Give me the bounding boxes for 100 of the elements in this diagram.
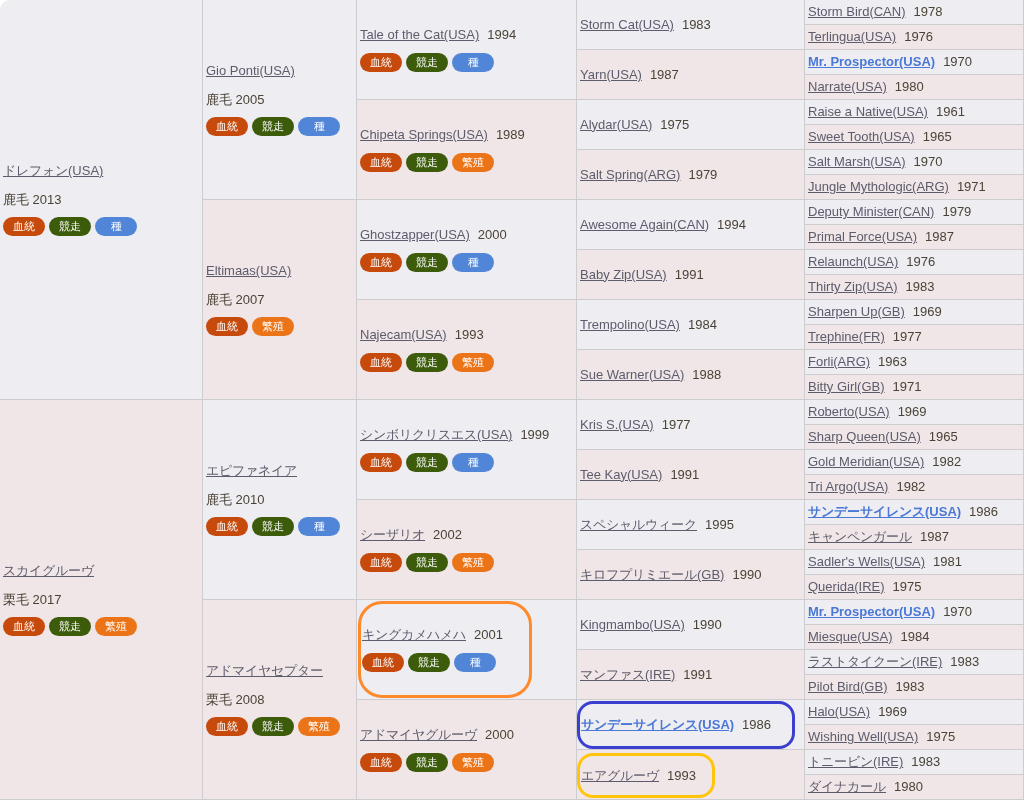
pedigree-cell — [805, 525, 1024, 550]
birth-year: 1969 — [912, 304, 942, 320]
pedigree-cell — [805, 650, 1024, 675]
horse-name-link: Tri Argo(USA) — [808, 479, 889, 495]
horse-name-link: サンデーサイレンス(USA) — [808, 504, 962, 520]
pedigree-cell — [203, 200, 357, 400]
pedigree-cell — [805, 200, 1024, 225]
pedigree-cell — [805, 400, 1024, 425]
pedigree-cell — [805, 475, 1024, 500]
horse-name-link: Kris S.(USA) — [580, 416, 654, 433]
pedigree-cell — [805, 675, 1024, 700]
pedigree-cell — [357, 400, 577, 500]
pedigree-cell — [577, 250, 805, 300]
pedigree-cell — [357, 100, 577, 200]
horse-name-link: Sadler's Wells(USA) — [808, 554, 926, 570]
birth-year: 1983 — [911, 754, 941, 770]
birth-year: 1987 — [649, 66, 679, 83]
horse-name-link: Eltimaas(USA) — [206, 263, 292, 279]
birth-year: 1988 — [692, 366, 722, 383]
category-badge: 繁殖 — [298, 717, 340, 736]
category-badge: 種 — [452, 53, 494, 72]
category-badge: 種 — [452, 453, 494, 472]
highlight-ring — [358, 601, 532, 698]
category-badge: 繁殖 — [452, 553, 494, 572]
birth-year: 1980 — [894, 779, 923, 795]
pedigree-cell — [805, 775, 1024, 800]
horse-name-link: Tale of the Cat(USA) — [360, 27, 480, 43]
category-badge: 競走 — [252, 517, 294, 536]
birth-year: 1975 — [892, 579, 922, 595]
horse-name-link: Pilot Bird(GB) — [808, 679, 888, 695]
category-badge: 競走 — [406, 153, 448, 172]
horse-name-link: Trephine(FR) — [808, 329, 885, 345]
horse-name-link: Tee Kay(USA) — [580, 466, 663, 483]
birth-year: 1979 — [942, 204, 972, 220]
horse-name-link: シーザリオ — [360, 527, 425, 543]
birth-year: 1986 — [969, 504, 999, 520]
horse-name-link: ダイナカール — [808, 779, 886, 795]
birth-year: 1975 — [660, 116, 690, 133]
birth-year: 1984 — [687, 316, 717, 333]
horse-name-link: Halo(USA) — [808, 704, 871, 720]
category-badge: 血統 — [360, 253, 402, 272]
pedigree-cell — [577, 500, 805, 550]
pedigree-cell — [805, 700, 1024, 725]
horse-name-link: Salt Spring(ARG) — [580, 166, 681, 183]
category-badge: 種 — [454, 653, 496, 672]
birth-year: 1993 — [454, 327, 484, 343]
horse-name-link: サンデーサイレンス(USA) — [581, 717, 735, 733]
horse-name-link: トニービン(IRE) — [808, 754, 904, 770]
horse-name-link: ドレフォン(USA) — [3, 163, 104, 179]
highlight-ring — [577, 753, 715, 798]
category-badge: 種 — [452, 253, 494, 272]
birth-year: 1989 — [495, 127, 525, 143]
category-badge: 競走 — [406, 753, 448, 772]
horse-name-link: キロフプリミエール(GB) — [580, 566, 725, 583]
pedigree-cell — [805, 550, 1024, 575]
horse-name-link: シンボリクリスエス(USA) — [360, 427, 513, 443]
birth-year: 1982 — [932, 454, 962, 470]
pedigree-cell — [805, 625, 1024, 650]
pedigree-cell — [805, 175, 1024, 200]
category-badge: 競走 — [49, 217, 91, 236]
pedigree-cell — [577, 750, 805, 800]
pedigree-cell — [577, 150, 805, 200]
birth-year: 1986 — [742, 717, 772, 733]
birth-year: 1976 — [904, 29, 934, 45]
birth-year: 1977 — [892, 329, 922, 345]
horse-name-link: Terlingua(USA) — [808, 29, 897, 45]
coat-and-birth-year: 栗毛 2008 — [206, 692, 265, 708]
horse-name-link: Mr. Prospector(USA) — [808, 54, 936, 70]
horse-name-link: Mr. Prospector(USA) — [808, 604, 936, 620]
category-badge: 血統 — [360, 153, 402, 172]
horse-name-link: Forli(ARG) — [808, 354, 871, 370]
category-badge: 血統 — [3, 217, 45, 236]
category-badge: 血統 — [206, 517, 248, 536]
pedigree-cell — [577, 0, 805, 50]
birth-year: 1969 — [878, 704, 908, 720]
pedigree-cell — [577, 650, 805, 700]
birth-year: 1965 — [922, 129, 952, 145]
pedigree-cell — [805, 725, 1024, 750]
category-badge: 競走 — [252, 117, 294, 136]
horse-name-link: Kingmambo(USA) — [580, 616, 685, 633]
horse-name-link: アドマイヤセプター — [206, 663, 323, 679]
category-badge: 血統 — [360, 553, 402, 572]
horse-name-link: Gio Ponti(USA) — [206, 63, 295, 79]
horse-name-link: Relaunch(USA) — [808, 254, 899, 270]
category-badge: 競走 — [252, 717, 294, 736]
category-badge: 繁殖 — [252, 317, 294, 336]
birth-year: 2000 — [477, 227, 507, 243]
horse-name-link: Yarn(USA) — [580, 66, 642, 83]
pedigree-cell — [0, 400, 203, 800]
pedigree-cell — [203, 0, 357, 200]
birth-year: 2000 — [485, 727, 514, 743]
pedigree-cell — [577, 200, 805, 250]
horse-name-link: Sweet Tooth(USA) — [808, 129, 915, 145]
pedigree-cell — [805, 25, 1024, 50]
pedigree-cell — [805, 300, 1024, 325]
category-badge: 種 — [95, 217, 137, 236]
horse-name-link: Storm Bird(CAN) — [808, 4, 906, 20]
pedigree-cell — [203, 600, 357, 800]
horse-name-link: Deputy Minister(CAN) — [808, 204, 935, 220]
pedigree-cell — [577, 400, 805, 450]
